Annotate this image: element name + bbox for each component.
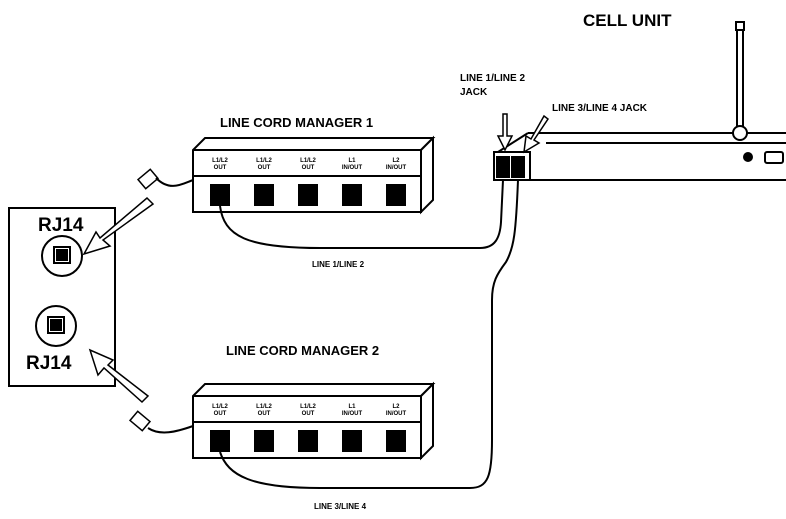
arrow-rj14-top [82,196,155,256]
rj14-bottom-label: RJ14 [26,353,72,374]
line-cord-manager-2 [192,381,436,461]
port-label-top: L1 [348,404,356,410]
port-label-bottom: OUT [213,164,227,171]
arrow-rj14-bottom [88,348,150,404]
port-label-top: L1/L2 [300,158,316,164]
manager-1-port-3 [298,184,318,206]
port-label-bottom: IN/OUT [341,164,363,171]
rj14-socket-bottom-inner [50,319,62,331]
rj14-top-label: RJ14 [38,215,84,236]
line-1-2-jack [496,156,510,178]
line-1-2-jack-label: LINE 1/LINE 2 [460,73,526,84]
cable-plug-1-to-manager-1 [155,177,194,187]
port-label-top: L1/L2 [212,404,228,410]
port-label-top: L2 [392,404,400,410]
manager-2-side [420,381,434,461]
port-label-bottom: IN/OUT [385,164,407,171]
rj14-jack-top [41,235,83,277]
cable-plug-2-to-manager-2 [147,425,194,434]
arrow-line-1-2-jack [496,113,514,152]
cable-1-label: LINE 1/LINE 2 [312,260,365,269]
line-1-2-jack-sublabel: JACK [460,87,488,98]
plug-manager-2 [128,410,152,432]
port-label-bottom: OUT [301,410,315,417]
jack-arrows [496,113,550,154]
manager-2-port-3 [298,430,318,452]
line-cord-manager-1 [192,135,436,215]
manager-1-port-2 [254,184,274,206]
port-label-bottom: OUT [213,410,227,417]
arrow-line-3-4-jack [523,114,550,154]
rj14-arrows [82,196,155,404]
manager-2-port-5 [386,430,406,452]
plugs [128,168,160,432]
antenna-tip [735,21,745,31]
line-3-4-jack [511,156,525,178]
manager-2-title: LINE CORD MANAGER 2 [226,343,380,358]
rj14-jack-bottom [35,305,77,347]
cell-unit [493,21,786,181]
manager-1-title: LINE CORD MANAGER 1 [220,115,374,130]
cable-line-1-2 [219,179,504,249]
cable-line-3-4 [219,179,519,489]
port-label-top: L2 [392,158,400,164]
cell-unit-label: CELL UNIT [583,11,672,30]
port-label-top: L1/L2 [212,158,228,164]
connector-port [764,151,784,164]
port-label-top: L1/L2 [256,158,272,164]
port-label-bottom: OUT [301,164,315,171]
cable-2-label: LINE 3/LINE 4 [314,502,367,511]
line-3-4-jack-label: LINE 3/LINE 4 JACK [552,103,648,114]
manager-1-port-1 [210,184,230,206]
rj14-socket-top-inner [56,249,68,261]
manager-2-port-2 [254,430,274,452]
port-label-bottom: IN/OUT [385,410,407,417]
antenna [736,29,744,131]
port-label-bottom: IN/OUT [341,410,363,417]
port-label-top: L1/L2 [256,404,272,410]
port-label-bottom: OUT [257,164,271,171]
indicator-light [743,152,753,162]
manager-2-port-1 [210,430,230,452]
manager-1-side [420,135,434,215]
manager-1-port-5 [386,184,406,206]
port-label-top: L1 [348,158,356,164]
manager-1-port-4 [342,184,362,206]
cables [147,177,519,489]
antenna-base [732,125,748,141]
manager-2-port-4 [342,430,362,452]
cell-unit-side-edge [497,132,529,153]
port-label-top: L1/L2 [300,404,316,410]
port-label-bottom: OUT [257,410,271,417]
plug-manager-1 [136,168,160,190]
